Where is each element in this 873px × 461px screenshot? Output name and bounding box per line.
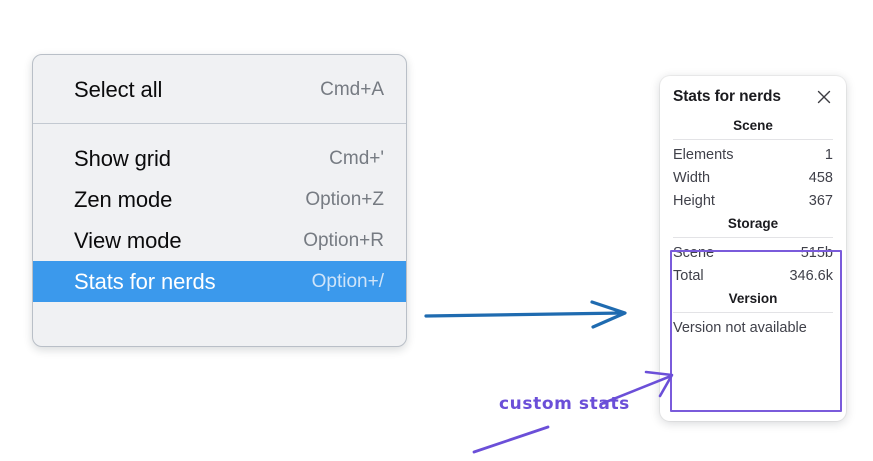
stat-key: Elements xyxy=(673,146,734,163)
stat-value: 515b xyxy=(800,244,833,261)
menu-item-label: View mode xyxy=(74,227,182,253)
section-rule xyxy=(673,237,833,238)
stat-key: Scene xyxy=(673,244,715,261)
menu-item-label: Select all xyxy=(74,76,163,102)
menu-item-show-grid[interactable]: Show grid Cmd+' xyxy=(33,138,406,179)
menu-item-view-mode[interactable]: View mode Option+R xyxy=(33,220,406,261)
stat-row: Scene 515b xyxy=(671,241,835,264)
stat-row: Width 458 xyxy=(671,166,835,189)
version-value: Version not available xyxy=(673,320,807,336)
stat-row: Total 346.6k xyxy=(671,264,835,287)
section-rule xyxy=(673,312,833,313)
stat-key: Height xyxy=(673,192,715,209)
purple-underline-stroke xyxy=(472,425,550,454)
panel-header: Stats for nerds xyxy=(660,76,846,114)
menu-bottom-padding xyxy=(33,302,406,321)
stat-key: Total xyxy=(673,267,704,284)
panel-body: Scene Elements 1 Width 458 Height 367 St… xyxy=(660,114,846,340)
section-heading-scene: Scene xyxy=(733,118,773,133)
context-menu[interactable]: Select all Cmd+A Show grid Cmd+' Zen mod… xyxy=(32,54,407,347)
stat-value: 367 xyxy=(808,192,833,209)
stat-value: 346.6k xyxy=(789,267,833,284)
menu-item-stats-for-nerds[interactable]: Stats for nerds Option+/ xyxy=(33,261,406,302)
menu-item-shortcut: Option+Z xyxy=(305,188,384,210)
section-heading-version: Version xyxy=(728,291,778,306)
stat-row: Elements 1 xyxy=(671,143,835,166)
section-heading-storage: Storage xyxy=(727,216,779,231)
menu-item-label: Show grid xyxy=(74,145,171,171)
stats-for-nerds-panel: Stats for nerds Scene Elements 1 Width 4… xyxy=(660,76,846,421)
menu-item-label: Stats for nerds xyxy=(74,268,216,294)
menu-item-select-all[interactable]: Select all Cmd+A xyxy=(33,69,406,110)
menu-group-bottom: Show grid Cmd+' Zen mode Option+Z View m… xyxy=(33,124,406,321)
stat-value: 1 xyxy=(824,146,833,163)
menu-item-shortcut: Cmd+' xyxy=(329,147,384,169)
menu-item-label: Zen mode xyxy=(74,186,173,212)
panel-title: Stats for nerds xyxy=(673,88,781,105)
custom-stats-callout-label: custom stats xyxy=(499,394,630,414)
stat-value: 458 xyxy=(808,169,833,186)
close-icon[interactable] xyxy=(815,88,833,106)
menu-separator xyxy=(33,123,406,124)
blue-arrow xyxy=(424,300,627,329)
stat-row: Height 367 xyxy=(671,189,835,212)
menu-item-shortcut: Option+R xyxy=(303,229,384,251)
section-rule xyxy=(673,139,833,140)
menu-item-zen-mode[interactable]: Zen mode Option+Z xyxy=(33,179,406,220)
menu-group-top: Select all Cmd+A xyxy=(33,55,406,123)
stat-key: Width xyxy=(673,169,711,186)
menu-item-shortcut: Cmd+A xyxy=(320,78,384,100)
menu-item-shortcut: Option+/ xyxy=(311,270,384,292)
